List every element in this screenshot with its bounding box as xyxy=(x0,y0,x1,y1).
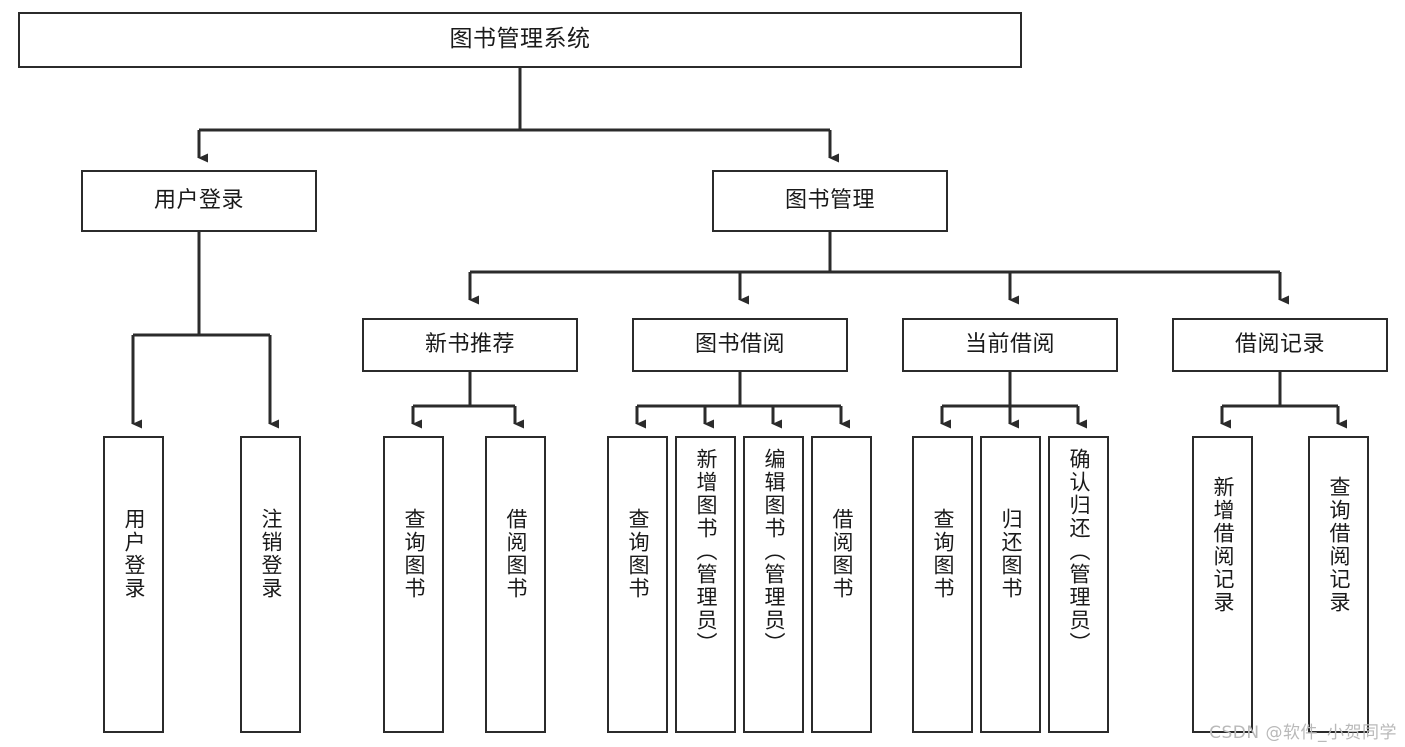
node-label: 借阅图书 xyxy=(830,508,854,600)
leaf-query-book-2[interactable]: 查询图书 xyxy=(607,436,668,733)
node-new-book-recommend[interactable]: 新书推荐 xyxy=(362,318,578,372)
node-label: 当前借阅 xyxy=(964,332,1055,358)
node-label: 图书管理 xyxy=(784,188,875,214)
node-label: 图书借阅 xyxy=(694,332,785,358)
node-label: 用户登录 xyxy=(122,508,146,600)
node-label: 新增图书（管理员） xyxy=(694,448,718,655)
leaf-edit-book[interactable]: 编辑图书（管理员） xyxy=(743,436,804,733)
node-label: 查询图书 xyxy=(931,508,955,600)
leaf-query-record[interactable]: 查询借阅记录 xyxy=(1308,436,1369,733)
node-book-borrow[interactable]: 图书借阅 xyxy=(632,318,848,372)
node-label: 确认归还（管理员） xyxy=(1067,448,1091,655)
node-label: 编辑图书（管理员） xyxy=(762,448,786,655)
node-label: 新书推荐 xyxy=(424,332,515,358)
leaf-logout[interactable]: 注销登录 xyxy=(240,436,301,733)
leaf-return-book[interactable]: 归还图书 xyxy=(980,436,1041,733)
node-book-management[interactable]: 图书管理 xyxy=(712,170,948,232)
leaf-add-record[interactable]: 新增借阅记录 xyxy=(1192,436,1253,733)
leaf-confirm-return[interactable]: 确认归还（管理员） xyxy=(1048,436,1109,733)
leaf-borrow-book-1[interactable]: 借阅图书 xyxy=(485,436,546,733)
leaf-query-book-1[interactable]: 查询图书 xyxy=(383,436,444,733)
node-label: 查询图书 xyxy=(402,508,426,600)
node-label: 借阅记录 xyxy=(1234,332,1325,358)
node-label: 查询图书 xyxy=(626,508,650,600)
leaf-borrow-book-2[interactable]: 借阅图书 xyxy=(811,436,872,733)
node-root-system[interactable]: 图书管理系统 xyxy=(18,12,1022,68)
node-borrow-record[interactable]: 借阅记录 xyxy=(1172,318,1388,372)
node-label: 图书管理系统 xyxy=(449,26,591,53)
node-label: 注销登录 xyxy=(259,508,283,600)
node-label: 新增借阅记录 xyxy=(1211,476,1235,614)
leaf-query-book-3[interactable]: 查询图书 xyxy=(912,436,973,733)
csdn-watermark: CSDN @软件_小贺同学 xyxy=(1209,723,1397,743)
node-current-borrow[interactable]: 当前借阅 xyxy=(902,318,1118,372)
leaf-user-login[interactable]: 用户登录 xyxy=(103,436,164,733)
node-user-login[interactable]: 用户登录 xyxy=(81,170,317,232)
node-label: 用户登录 xyxy=(153,188,244,214)
node-label: 归还图书 xyxy=(999,508,1023,600)
node-label: 借阅图书 xyxy=(504,508,528,600)
node-label: 查询借阅记录 xyxy=(1327,476,1351,614)
leaf-add-book[interactable]: 新增图书（管理员） xyxy=(675,436,736,733)
